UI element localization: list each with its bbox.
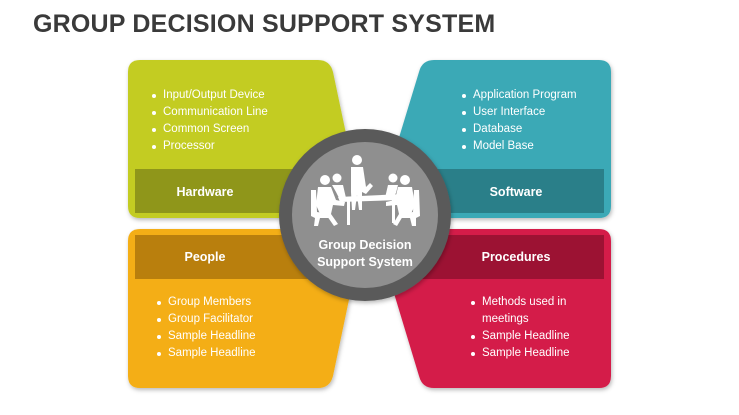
list-item: Database (462, 121, 577, 138)
list-item: Input/Output Device (152, 87, 268, 104)
list-item: Common Screen (152, 121, 268, 138)
people-list: Group Members Group Facilitator Sample H… (157, 294, 256, 362)
list-item: Sample Headline (471, 345, 581, 362)
procedures-list: Methods used in meetings Sample Headline… (471, 294, 581, 362)
hardware-label: Hardware (176, 185, 234, 199)
people-label: People (184, 250, 226, 264)
list-item: Sample Headline (157, 328, 256, 345)
list-item: User Interface (462, 104, 577, 121)
list-item: Model Base (462, 138, 577, 155)
list-item: Sample Headline (471, 328, 581, 345)
list-item: Group Members (157, 294, 256, 311)
procedures-band (420, 235, 604, 279)
software-label: Software (489, 185, 543, 199)
page-title: GROUP DECISION SUPPORT SYSTEM (33, 10, 496, 38)
center-label-line2: Support System (317, 255, 413, 269)
list-item: Group Facilitator (157, 311, 256, 328)
center-label-line1: Group Decision (318, 238, 412, 252)
software-band (420, 169, 604, 213)
procedures-panel (379, 229, 611, 388)
list-item: Application Program (462, 87, 577, 104)
center-circle (279, 129, 451, 301)
procedures-label: Procedures (481, 250, 551, 264)
list-item: Processor (152, 138, 268, 155)
meeting-people-icon (311, 155, 420, 226)
software-list: Application Program User Interface Datab… (462, 87, 577, 155)
list-item: Communication Line (152, 104, 268, 121)
list-item: Methods used in meetings (471, 294, 581, 328)
center-label: Group Decision Support System (300, 237, 430, 271)
hardware-list: Input/Output Device Communication Line C… (152, 87, 268, 155)
list-item: Sample Headline (157, 345, 256, 362)
